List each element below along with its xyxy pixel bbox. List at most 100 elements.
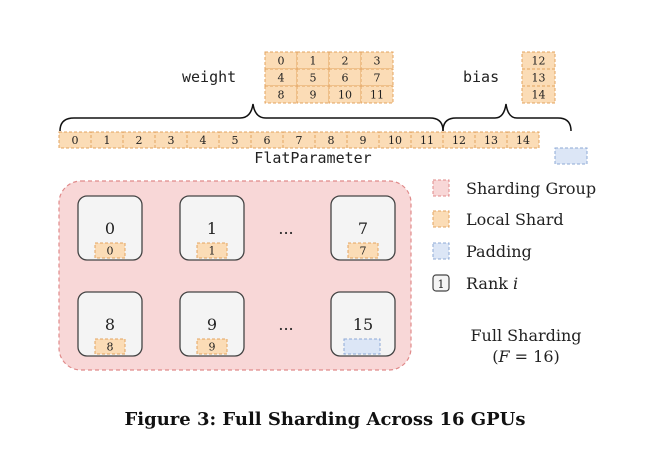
gpu-rank-label: 7 bbox=[358, 219, 368, 238]
flat-cell-label: 13 bbox=[484, 134, 498, 147]
flat-cell-label: 10 bbox=[388, 134, 402, 147]
weight-cell: 1 bbox=[296, 51, 330, 70]
gpu-rank-label: 0 bbox=[105, 219, 115, 238]
weight-cell-label: 5 bbox=[310, 72, 317, 85]
weight-cell-label: 6 bbox=[342, 72, 349, 85]
weight-cell-label: 3 bbox=[374, 55, 381, 68]
weight-cell: 9 bbox=[296, 85, 330, 104]
gpu-local-shard: 9 bbox=[196, 338, 228, 355]
flat-cell: 13 bbox=[474, 131, 508, 149]
gpu-padding-shard bbox=[343, 338, 381, 355]
flat-cell-label: 3 bbox=[168, 134, 175, 147]
weight-cell-label: 9 bbox=[310, 89, 317, 102]
flat-cell-label: 12 bbox=[452, 134, 466, 147]
flat-cell-label: 0 bbox=[72, 134, 79, 147]
gpu-card: 00 bbox=[77, 195, 143, 261]
weight-cell-label: 0 bbox=[278, 55, 285, 68]
legend-padding-label: Padding bbox=[466, 242, 532, 261]
gpu-rank-label: 1 bbox=[207, 219, 217, 238]
flat-cell: 2 bbox=[122, 131, 156, 149]
gpu-local-shard-box bbox=[94, 242, 126, 259]
weight-cell: 2 bbox=[328, 51, 362, 70]
strategy-factor: (F = 16) bbox=[492, 347, 560, 366]
gpu-local-shard-label: 1 bbox=[209, 245, 216, 258]
bias-cell-label: 12 bbox=[532, 55, 546, 68]
gpu-box bbox=[77, 195, 143, 261]
sharding-group-box bbox=[58, 180, 412, 371]
gpu-local-shard: 7 bbox=[347, 242, 379, 259]
gpu-local-shard-label: 7 bbox=[360, 245, 367, 258]
flat-cell: 14 bbox=[506, 131, 540, 149]
figure-caption: Figure 3: Full Sharding Across 16 GPUs bbox=[124, 409, 525, 430]
bias-cell-label: 14 bbox=[532, 89, 546, 102]
weight-label: weight bbox=[182, 68, 236, 86]
weight-cell-box bbox=[360, 85, 394, 104]
gpu-local-shard: 1 bbox=[196, 242, 228, 259]
flat-cell-box bbox=[506, 131, 540, 149]
gpu-local-shard-label: 9 bbox=[209, 341, 216, 354]
flat-padding-cell bbox=[554, 147, 588, 165]
weight-brace bbox=[59, 103, 444, 132]
flat-cell-label: 1 bbox=[104, 134, 111, 147]
ellipsis-bottom: ... bbox=[278, 315, 293, 334]
gpu-local-shard-box bbox=[347, 242, 379, 259]
weight-cell-label: 7 bbox=[374, 72, 381, 85]
bias-cell: 13 bbox=[521, 68, 556, 87]
flat-cell-label: 14 bbox=[516, 134, 530, 147]
flat-cell: 3 bbox=[154, 131, 188, 149]
legend-sharding-group-label: Sharding Group bbox=[466, 179, 596, 198]
gpu-local-shard-box bbox=[196, 338, 228, 355]
bias-cell: 14 bbox=[521, 85, 556, 104]
gpu-local-shard: 0 bbox=[94, 242, 126, 259]
flat-cell: 5 bbox=[218, 131, 252, 149]
weight-cell: 4 bbox=[264, 68, 298, 87]
gpu-card: 15 bbox=[330, 291, 396, 357]
bias-label: bias bbox=[463, 68, 499, 86]
weight-cell-label: 10 bbox=[338, 89, 352, 102]
weight-cell: 5 bbox=[296, 68, 330, 87]
gpu-card: 11 bbox=[179, 195, 245, 261]
flat-parameter-label: FlatParameter bbox=[254, 149, 371, 167]
weight-cell: 11 bbox=[360, 85, 394, 104]
flat-cell: 9 bbox=[346, 131, 380, 149]
flat-cell: 7 bbox=[282, 131, 316, 149]
legend-rank-example: 1 bbox=[438, 278, 445, 291]
flat-cell-label: 5 bbox=[232, 134, 239, 147]
gpu-box bbox=[77, 291, 143, 357]
gpu-box bbox=[179, 195, 245, 261]
flat-cell: 8 bbox=[314, 131, 348, 149]
gpu-local-shard-box bbox=[94, 338, 126, 355]
gpu-rank-label: 8 bbox=[105, 315, 115, 334]
weight-cell-label: 4 bbox=[278, 72, 285, 85]
weight-cell: 6 bbox=[328, 68, 362, 87]
gpu-local-shard-label: 8 bbox=[107, 341, 114, 354]
weight-cell: 3 bbox=[360, 51, 394, 70]
bias-cell: 12 bbox=[521, 51, 556, 70]
weight-cell: 8 bbox=[264, 85, 298, 104]
gpu-local-shard-box bbox=[196, 242, 228, 259]
flat-cell-label: 4 bbox=[200, 134, 207, 147]
weight-cell-label: 2 bbox=[342, 55, 349, 68]
legend-rank-swatch bbox=[432, 274, 450, 292]
gpu-card: 88 bbox=[77, 291, 143, 357]
weight-cell: 7 bbox=[360, 68, 394, 87]
flat-cell: 11 bbox=[410, 131, 444, 149]
legend-padding-swatch bbox=[432, 242, 450, 260]
flat-cell: 10 bbox=[378, 131, 412, 149]
flat-cell-label: 6 bbox=[264, 134, 271, 147]
flat-cell-label: 11 bbox=[420, 134, 434, 147]
flat-cell-label: 7 bbox=[296, 134, 303, 147]
gpu-rank-label: 9 bbox=[207, 315, 217, 334]
gpu-box bbox=[330, 195, 396, 261]
bias-cell-box bbox=[521, 85, 556, 104]
gpu-card: 77 bbox=[330, 195, 396, 261]
strategy-title: Full Sharding bbox=[470, 326, 581, 345]
legend-sharding-group-swatch bbox=[432, 179, 450, 197]
gpu-card: 99 bbox=[179, 291, 245, 357]
legend-local-shard-swatch bbox=[432, 210, 450, 228]
